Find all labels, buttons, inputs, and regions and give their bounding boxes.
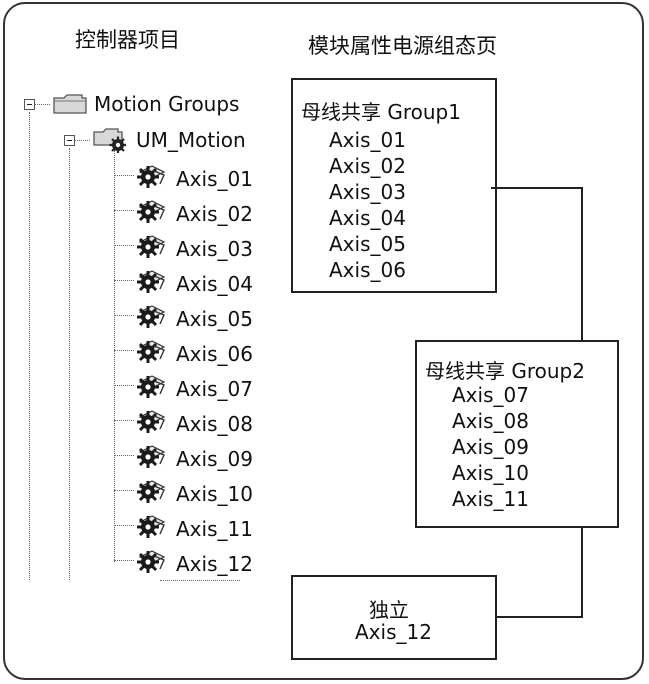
tree-node-label: Axis_07	[176, 376, 253, 401]
tree-node-axis[interactable]: Axis_08	[134, 407, 253, 440]
tree-node-axis[interactable]: Axis_05	[134, 302, 253, 335]
box-axis-item: Axis_12	[355, 620, 432, 644]
motion-group-icon	[93, 128, 126, 153]
tree-node-label: Axis_04	[176, 271, 253, 296]
axis-gear-icon	[134, 267, 170, 300]
tree-node-label: Axis_01	[176, 166, 253, 191]
box-axis-item: Axis_07	[452, 383, 529, 407]
tree-connector	[114, 280, 134, 281]
axis-gear-icon	[134, 407, 170, 440]
tree-connector	[74, 140, 90, 141]
tree-connector	[114, 560, 134, 561]
box-axis-item: Axis_08	[452, 409, 529, 433]
tree-node-axis[interactable]: Axis_04	[134, 267, 253, 300]
box-axis-item: Axis_04	[329, 206, 406, 230]
tree-node-axis[interactable]: Axis_02	[134, 197, 253, 230]
collapse-toggle[interactable]	[64, 135, 75, 146]
tree-node-label: Motion Groups	[94, 92, 240, 116]
independent-title: 独立	[369, 598, 409, 622]
tree-node-label: Axis_09	[176, 446, 253, 471]
tree-node-axis[interactable]: Axis_03	[134, 232, 253, 265]
tree-node-axis[interactable]: Axis_06	[134, 337, 253, 370]
controller-project-heading: 控制器项目	[75, 28, 180, 52]
tree-node-label: Axis_03	[176, 236, 253, 261]
tree-node-axis[interactable]: Axis_07	[134, 372, 253, 405]
folder-icon	[53, 94, 87, 114]
box-axis-item: Axis_03	[329, 180, 406, 204]
tree-node-axis[interactable]: Axis_01	[134, 162, 253, 195]
tree-node-axis[interactable]: Axis_09	[134, 442, 253, 475]
tree-connector	[114, 490, 134, 491]
axis-gear-icon	[134, 197, 170, 230]
tree-connector	[114, 175, 134, 176]
axis-gear-icon	[134, 232, 170, 265]
tree-node-label: Axis_12	[176, 551, 253, 576]
tree-guide-line	[69, 148, 70, 580]
tree-node-label: Axis_10	[176, 481, 253, 506]
tree-guide-line	[114, 150, 115, 562]
tree-connector	[114, 350, 134, 351]
connector-line	[491, 187, 583, 189]
tree-node-label: Axis_08	[176, 411, 253, 436]
tree-node-label: Axis_11	[176, 516, 253, 541]
box-axis-item: Axis_05	[329, 232, 406, 256]
tree-connector	[114, 210, 134, 211]
tree-node-um-motion[interactable]: UM_Motion	[92, 127, 246, 153]
axis-gear-icon	[134, 547, 170, 580]
box-axis-item: Axis_11	[452, 487, 529, 511]
tree-node-label: Axis_02	[176, 201, 253, 226]
axis-gear-icon	[134, 477, 170, 510]
connector-line	[581, 187, 583, 342]
tree-node-label: Axis_05	[176, 306, 253, 331]
tree-node-motion-groups[interactable]: Motion Groups	[52, 92, 239, 116]
axis-gear-icon	[134, 512, 170, 545]
tree-node-label: UM_Motion	[136, 128, 246, 152]
tree-guide-line	[160, 580, 240, 581]
collapse-toggle[interactable]	[24, 99, 35, 110]
tree-connector	[114, 525, 134, 526]
box-axis-item: Axis_06	[329, 258, 406, 282]
tree-node-label: Axis_06	[176, 341, 253, 366]
tree-node-axis[interactable]: Axis_11	[134, 512, 253, 545]
tree-connector	[34, 104, 50, 105]
axis-gear-icon	[134, 372, 170, 405]
tree-connector	[114, 455, 134, 456]
power-config-page-heading: 模块属性电源组态页	[308, 34, 497, 58]
tree-guide-line	[29, 112, 30, 580]
box-axis-item: Axis_01	[329, 128, 406, 152]
axis-gear-icon	[134, 162, 170, 195]
axis-gear-icon	[134, 302, 170, 335]
tree-node-axis[interactable]: Axis_12	[134, 547, 253, 580]
tree-connector	[114, 245, 134, 246]
group2-title: 母线共享 Group2	[425, 359, 585, 383]
axis-gear-icon	[134, 337, 170, 370]
box-axis-item: Axis_10	[452, 461, 529, 485]
connector-line	[581, 526, 583, 618]
tree-connector	[114, 385, 134, 386]
axis-gear-icon	[134, 442, 170, 475]
tree-connector	[114, 315, 134, 316]
box-axis-item: Axis_09	[452, 435, 529, 459]
box-axis-item: Axis_02	[329, 154, 406, 178]
group1-title: 母线共享 Group1	[301, 100, 461, 124]
tree-connector	[114, 420, 134, 421]
independent-box: 独立 Axis_12	[291, 575, 497, 660]
tree-node-axis[interactable]: Axis_10	[134, 477, 253, 510]
connector-line	[495, 616, 583, 618]
figure-frame	[3, 2, 644, 680]
